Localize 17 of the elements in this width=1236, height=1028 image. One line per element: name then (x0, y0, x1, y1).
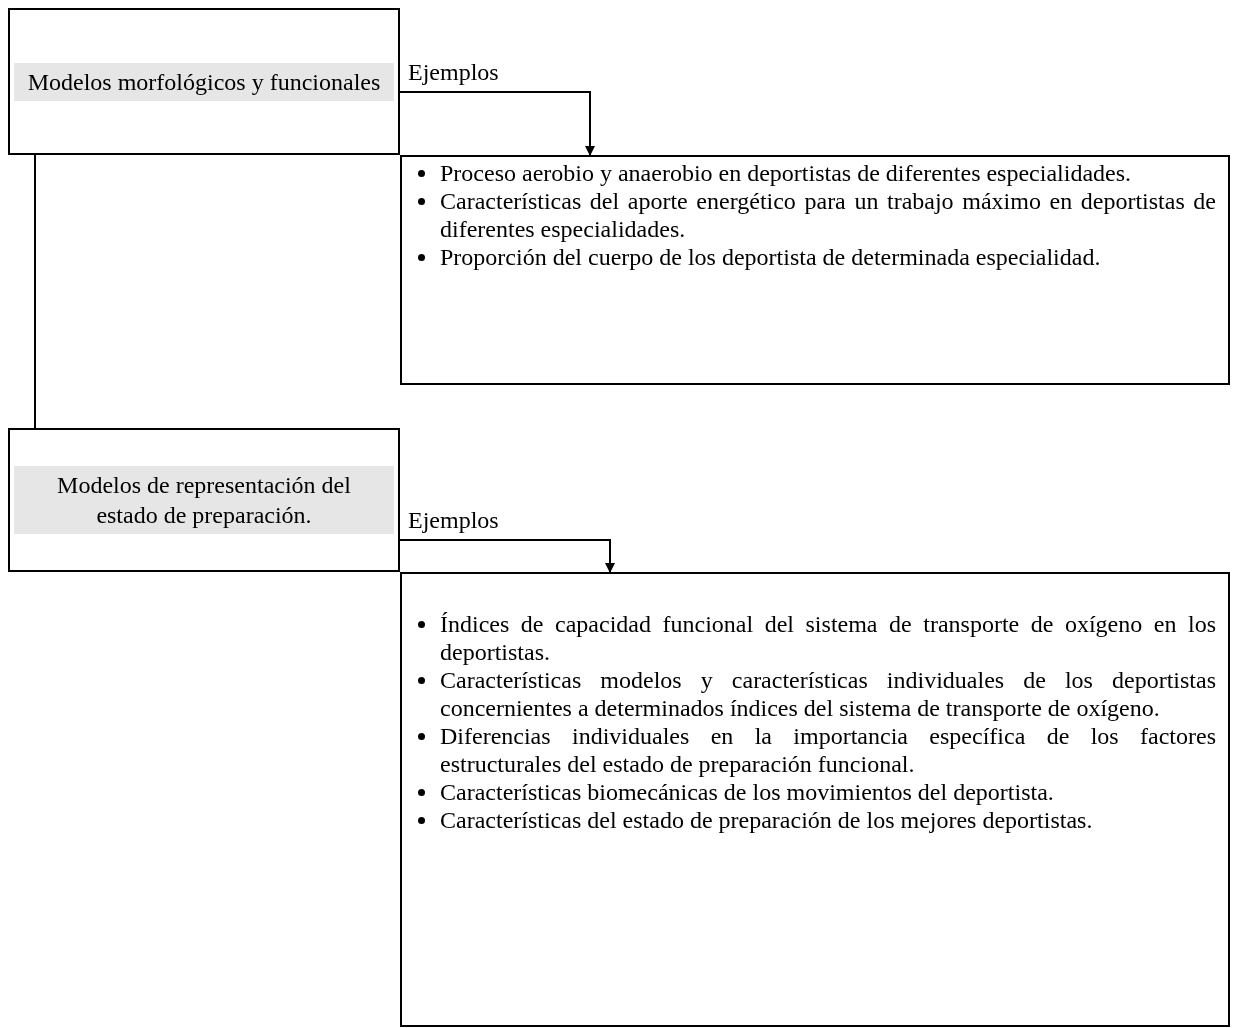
category-label: Modelos de representación del estado de preparación. (14, 466, 394, 534)
bullet-item: Diferencias individuales en la importancia específica de los factores estructurales del estado de preparación funcional. (412, 722, 1216, 778)
examples-box (400, 572, 1230, 1027)
category-label: Modelos morfológicos y funcionales (14, 62, 394, 101)
examples-box (400, 155, 1230, 385)
category-box (8, 428, 400, 572)
bullet-item: Características del aporte energético para un trabajo máximo en deportistas de diferentes especialidades. (412, 187, 1216, 243)
bullet-item: Características del estado de preparación de los mejores deportistas. (412, 806, 1216, 834)
bullet-item: Características modelos y características individuales de los deportistas concernientes a determinados índices del sistema de transporte de oxígeno. (412, 666, 1216, 722)
bullet-item: Características biomecánicas de los movimientos del deportista. (412, 778, 1216, 806)
arrow (399, 91, 595, 156)
arrow (399, 539, 615, 573)
bullet-item: Proporción del cuerpo de los deportista de determinada especialidad. (412, 243, 1216, 271)
category-box (8, 8, 400, 155)
bullet-item: Índices de capacidad funcional del sistema de transporte de oxígeno en los deportistas. (412, 610, 1216, 666)
bullet-item: Proceso aerobio y anaerobio en deportistas de diferentes especialidades. (412, 159, 1216, 187)
connector-line (34, 154, 36, 429)
